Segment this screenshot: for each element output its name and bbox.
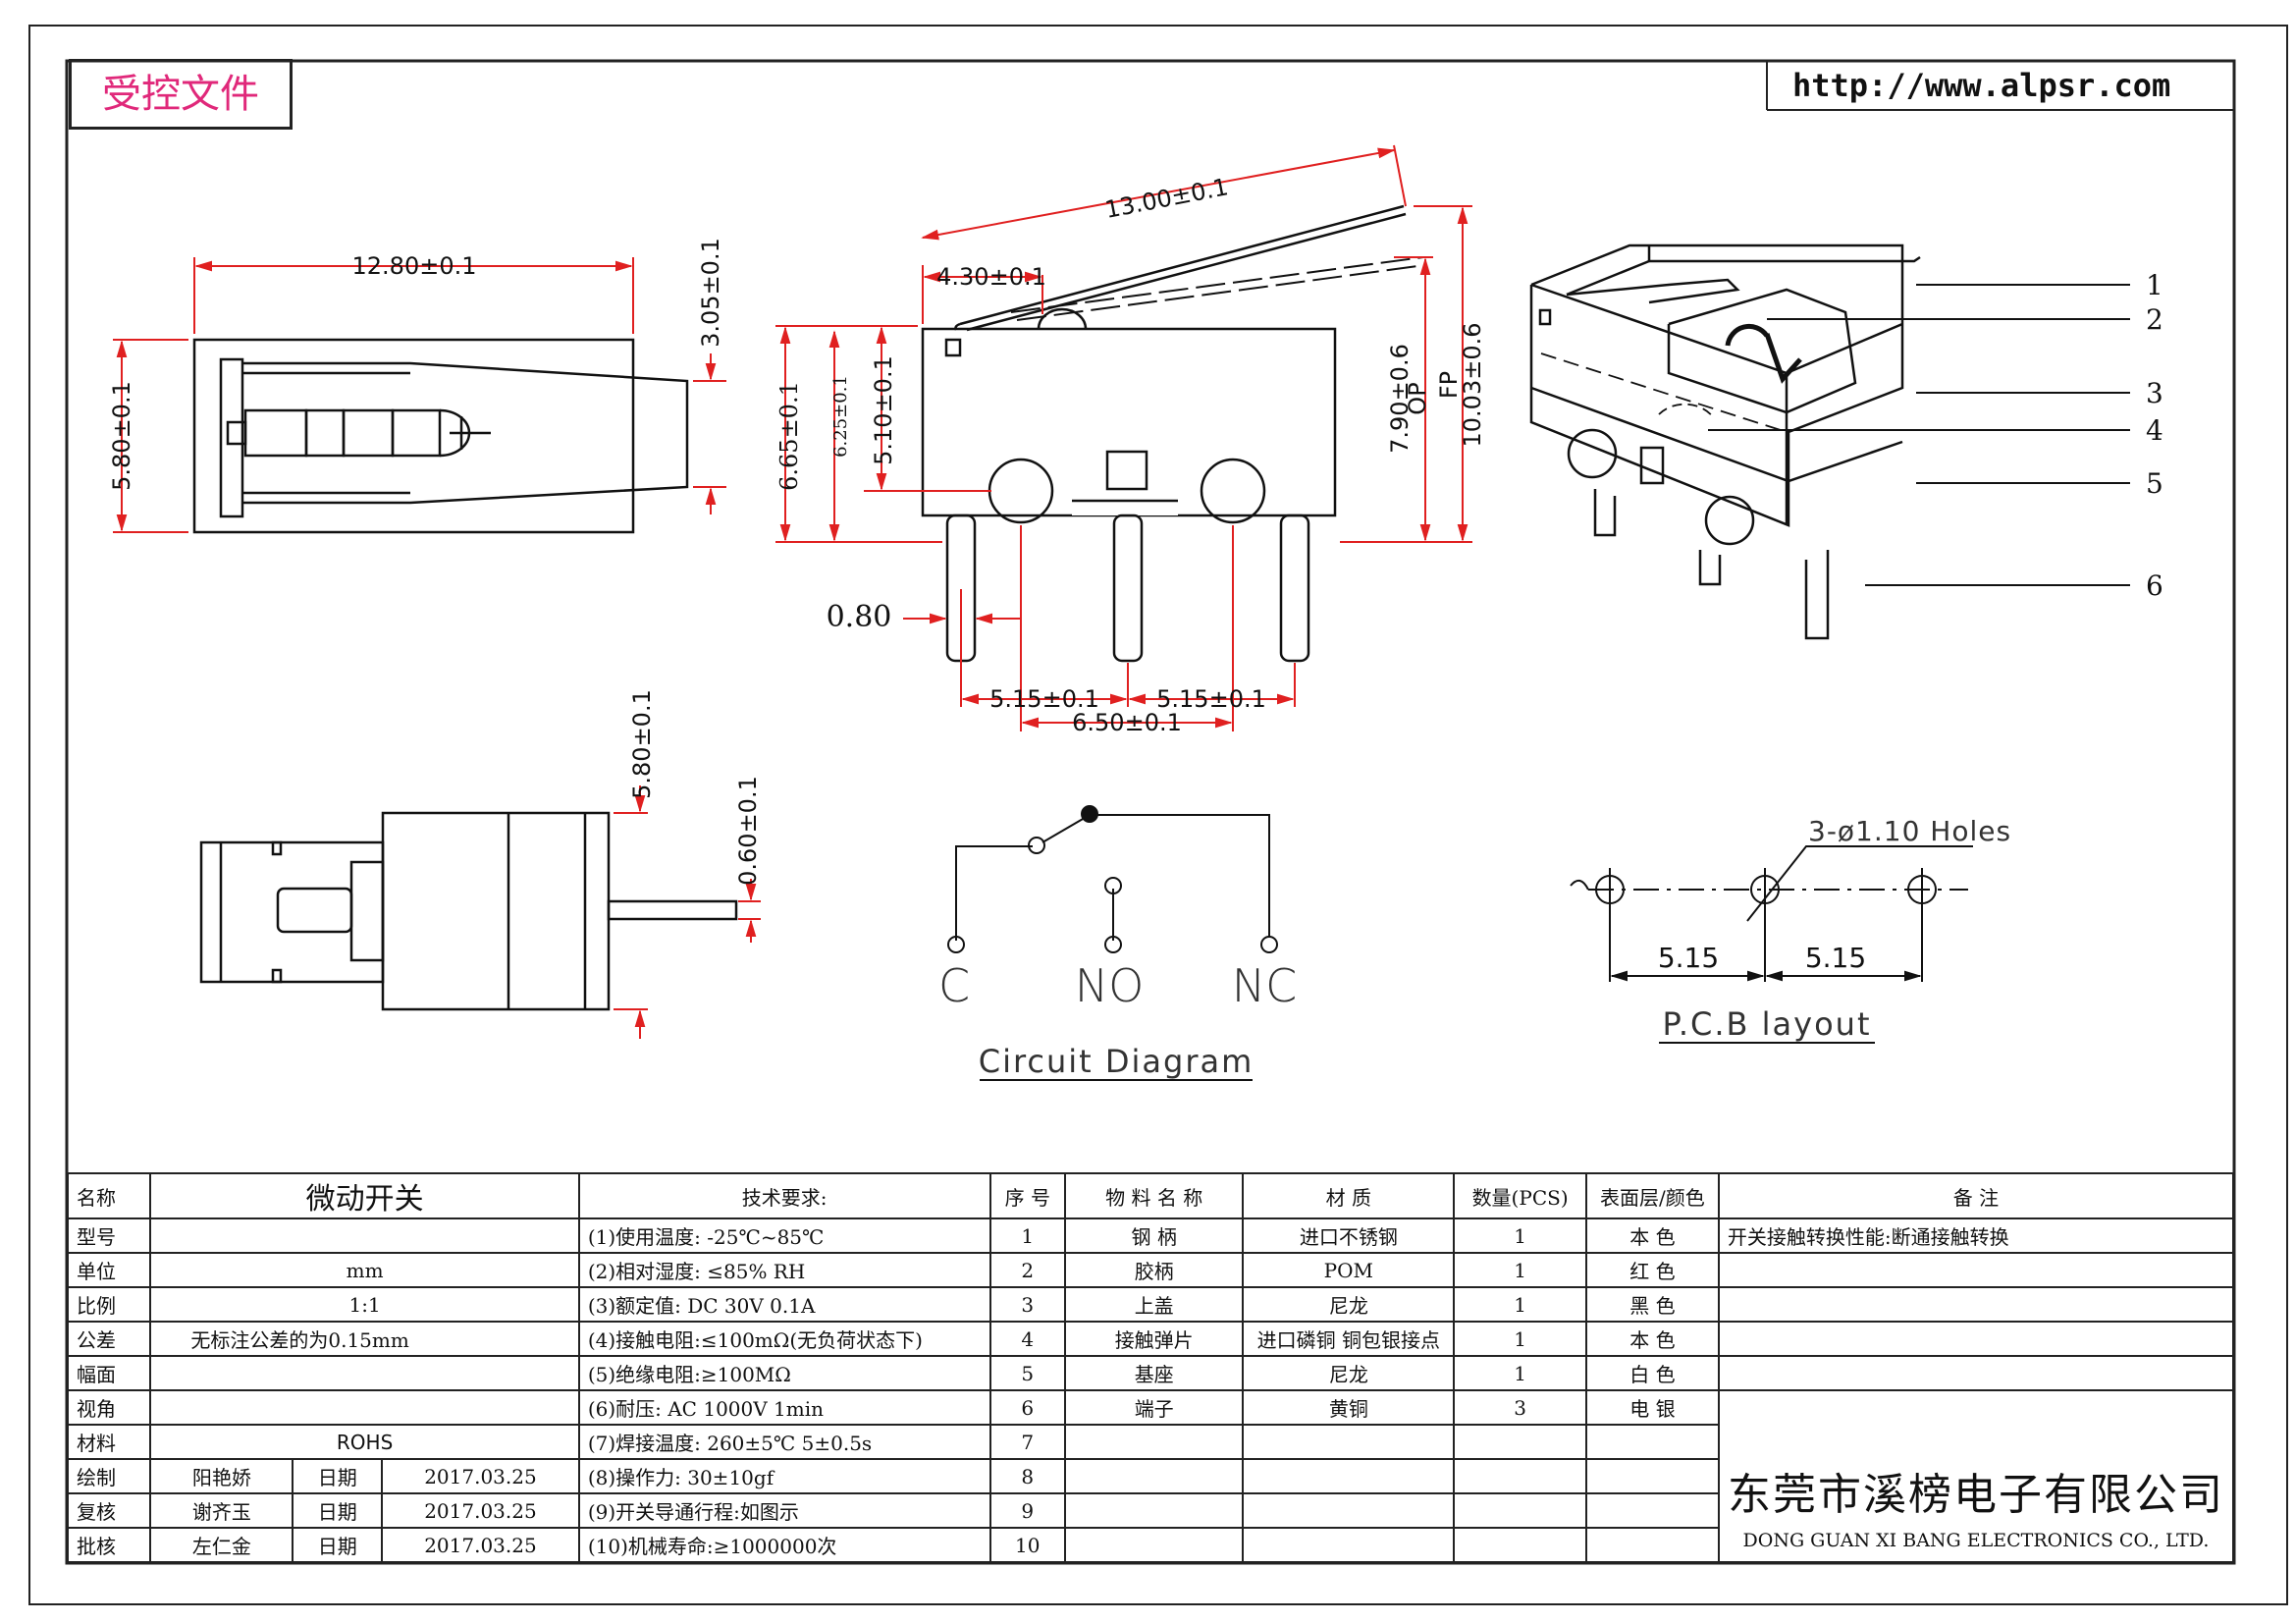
dim-pitch-left: 5.15±0.1 (989, 685, 1099, 713)
header-tech: 技术要求: (577, 1172, 991, 1219)
table-row: 单位 mm (2)相对湿度: ≤85% RH 2 胶柄 POM 1 红 色 (66, 1252, 2235, 1288)
table-row: 批核 左仁金 日期 2017.03.25 (10)机械寿命:≥1000000次 … (66, 1527, 2233, 1563)
pcb-title: P.C.B layout (1663, 1005, 1872, 1043)
dim-side-height: 5.80±0.1 (628, 689, 656, 799)
header-name-label: 名称 (66, 1172, 152, 1219)
dim-top-thickness: 3.05±0.1 (697, 238, 724, 348)
pcb-layout (1570, 845, 1973, 1044)
remark-text: 开关接触转换性能:断通接触转换 (1717, 1217, 2235, 1254)
callout-2: 2 (2146, 303, 2163, 336)
company-name-en: DONG GUAN XI BANG ELECTRONICS CO., LTD. (1742, 1530, 2210, 1551)
terminal-no: NO (1075, 959, 1145, 1012)
website-url[interactable]: http://www.alpsr.com (1792, 67, 2171, 104)
table-row: 幅面 (5)绝缘电阻:≥100MΩ 5 基座 尼龙 1 白 色 (66, 1355, 2235, 1391)
terminal-c: C (938, 959, 970, 1012)
dim-665: 6.65±0.1 (775, 381, 803, 491)
callout-5: 5 (2146, 467, 2163, 500)
callout-4: 4 (2146, 414, 2163, 447)
outer-frame (28, 25, 2288, 1605)
circuit-diagram (947, 805, 1278, 1081)
table-row: 材料 ROHS (7)焊接温度: 260±5℃ 5±0.5s 7 (66, 1424, 2233, 1460)
side-view (199, 811, 738, 1011)
isometric-view (1529, 243, 1921, 640)
callout-leaders (1708, 284, 2130, 586)
top-view (192, 338, 689, 534)
header-finish: 表面层/颜色 (1584, 1172, 1720, 1219)
dim-fp: 10.03±0.6 (1459, 323, 1486, 448)
table-row: 视角 (6)耐压: AC 1000V 1min 6 端子 黄铜 3 电 银 东莞… (66, 1389, 2235, 1563)
dim-pitch-mid: 6.50±0.1 (1072, 709, 1182, 736)
dim-op-label: OP (1404, 382, 1431, 414)
dim-top-width: 12.80±0.1 (352, 252, 477, 280)
table-row: 绘制 阳艳娇 日期 2017.03.25 (8)操作力: 30±10gf 8 (66, 1458, 2233, 1494)
callout-3: 3 (2146, 377, 2163, 409)
dim-625: 6.25±0.1 (830, 375, 851, 458)
title-block: 名称 微动开关 技术要求: 序 号 物 料 名 称 材 质 数量(PCS) 表面… (66, 1172, 2235, 1563)
table-row: 型号 (1)使用温度: -25℃~85℃ 1 钢 柄 进口不锈钢 1 本 色 开… (66, 1217, 2235, 1254)
table-row: 复核 谢齐玉 日期 2017.03.25 (9)开关导通行程:如图示 9 (66, 1492, 2233, 1529)
dim-op: 7.90±0.6 (1386, 344, 1414, 454)
callout-6: 6 (2146, 569, 2163, 602)
front-view (921, 204, 1407, 663)
header-row: 名称 微动开关 技术要求: 序 号 物 料 名 称 材 质 数量(PCS) 表面… (66, 1172, 2235, 1219)
dimension-lines (113, 144, 1472, 1039)
dim-lever-length: 13.00±0.1 (1102, 173, 1230, 224)
header-remark: 备 注 (1717, 1172, 2235, 1219)
dim-lever-thickness: 0.60±0.1 (734, 776, 762, 886)
header-qty: 数量(PCS) (1453, 1172, 1587, 1219)
company-block: 东莞市溪榜电子有限公司 DONG GUAN XI BANG ELECTRONIC… (1717, 1389, 2235, 1563)
inner-frame (65, 59, 2236, 1565)
product-name: 微动开关 (149, 1172, 580, 1219)
header-part: 物 料 名 称 (1064, 1172, 1245, 1219)
header-seq: 序 号 (988, 1172, 1067, 1219)
terminal-nc: NC (1232, 959, 1298, 1012)
header-material: 材 质 (1242, 1172, 1456, 1219)
dim-510: 5.10±0.1 (870, 355, 897, 465)
callout-1: 1 (2146, 269, 2163, 301)
pcb-pitch-left: 5.15 (1658, 942, 1719, 974)
controlled-document-stamp: 受控文件 (69, 59, 293, 130)
dim-pitch-right: 5.15±0.1 (1156, 685, 1266, 713)
company-name-cn: 东莞市溪榜电子有限公司 (1727, 1470, 2224, 1520)
circuit-title: Circuit Diagram (979, 1043, 1255, 1080)
table-row: 公差 无标注公差的为0.15mm (4)接触电阻:≤100mΩ(无负荷状态下) … (66, 1321, 2235, 1357)
dim-fp-label: FP (1435, 371, 1463, 399)
table-row: 比例 1:1 (3)额定值: DC 30V 0.1A 3 上盖 尼龙 1 黑 色 (66, 1286, 2235, 1323)
pcb-pitch-right: 5.15 (1805, 942, 1866, 974)
pcb-holes-label: 3-ø1.10 Holes (1808, 815, 2011, 847)
dim-top-height: 5.80±0.1 (108, 381, 135, 491)
dim-lever-offset: 4.30±0.1 (936, 263, 1046, 291)
dim-pin-width: 0.80 (827, 600, 892, 634)
